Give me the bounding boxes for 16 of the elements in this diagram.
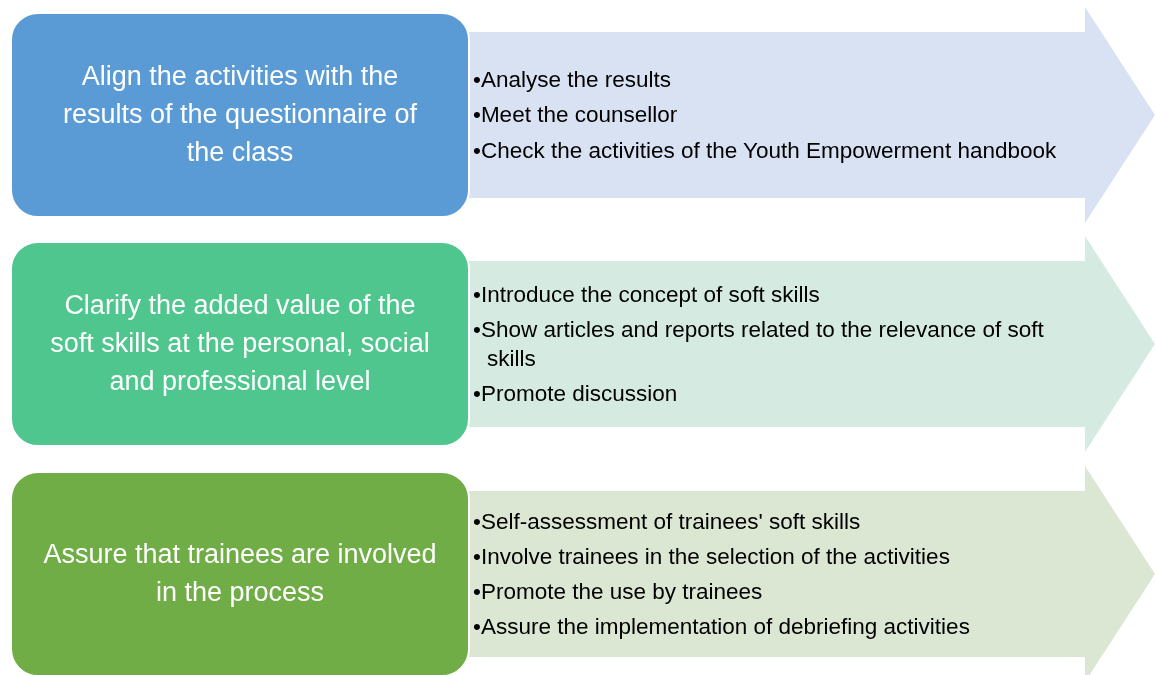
bullet-item: •Promote discussion <box>473 380 679 409</box>
bullet-item: •Show articles and reports related to the relevance of soft skills <box>473 315 1045 373</box>
step-title: Align the activities with the results of the questionnaire of the class <box>61 60 419 169</box>
bullet-item: •Involve trainees in the selection of the activities <box>473 542 951 571</box>
bullet-item: •Introduce the concept of soft skills <box>473 280 821 309</box>
bullet-item: •Assure the implementation of debriefing activities <box>473 613 971 642</box>
step-box <box>10 12 470 218</box>
bullet-item: •Check the activities of the Youth Empowerment handbook <box>473 136 1058 165</box>
step-title: Clarify the added value of the soft skills at the personal, social and professional level <box>49 289 431 398</box>
step-box <box>10 241 470 447</box>
bullet-item: •Meet the counsellor <box>473 101 679 130</box>
bullet-item: •Self-assessment of trainees' soft skills <box>473 507 862 536</box>
bullet-item: •Promote the use by trainees <box>473 578 764 606</box>
step-title: Assure that trainees are involved in the process <box>42 538 438 609</box>
step-box <box>10 471 470 675</box>
bullet-item: •Analyse the results <box>473 66 672 95</box>
